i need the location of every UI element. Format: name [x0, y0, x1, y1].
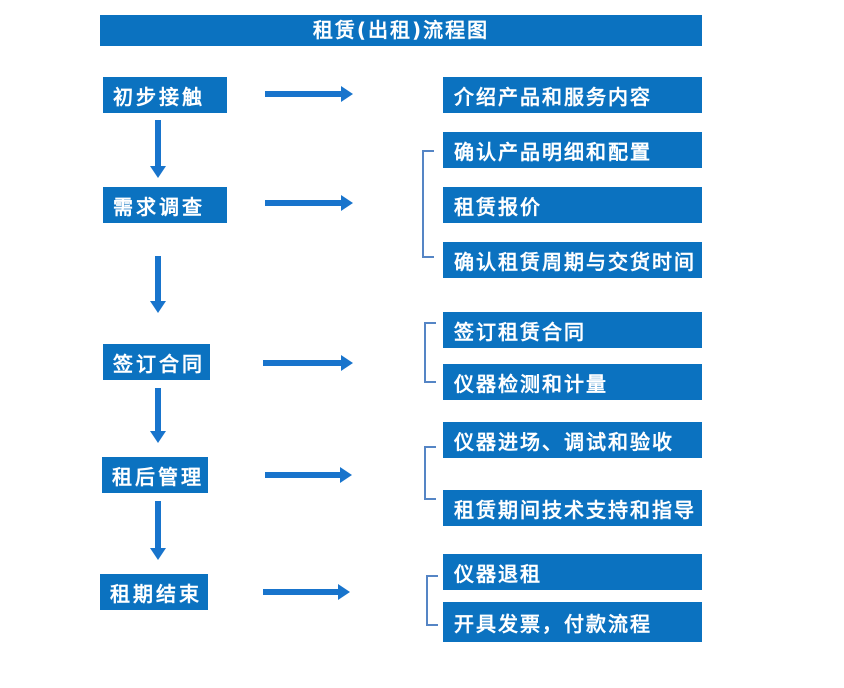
right-arrow-4 — [265, 467, 352, 483]
bracket-rental-end-group — [426, 575, 438, 626]
bracket-demand-survey-group — [422, 150, 434, 258]
detail-box-rental-quote: 租赁报价 — [443, 187, 702, 223]
stage-box-post-rental-management: 租后管理 — [102, 457, 208, 493]
down-arrow-shaft — [155, 120, 161, 168]
down-arrow-head-icon — [150, 548, 166, 560]
down-arrow-shaft — [155, 501, 161, 550]
stage-box-rental-end: 租期结束 — [100, 574, 208, 610]
detail-box-confirm-rental-period: 确认租赁周期与交货时间 — [443, 242, 702, 278]
down-arrow-head-icon — [150, 431, 166, 443]
detail-box-instrument-testing: 仪器检测和计量 — [443, 364, 702, 400]
right-arrow-shaft — [265, 472, 342, 478]
right-arrow-head-icon — [341, 195, 353, 211]
right-arrow-shaft — [265, 200, 343, 206]
stage-box-demand-survey: 需求调查 — [103, 187, 227, 223]
down-arrow-3 — [150, 388, 166, 443]
down-arrow-shaft — [155, 256, 161, 303]
down-arrow-head-icon — [150, 301, 166, 313]
down-arrow-2 — [150, 256, 166, 313]
detail-box-instrument-return: 仪器退租 — [443, 554, 702, 590]
detail-box-invoice-payment: 开具发票，付款流程 — [443, 602, 702, 642]
stage-box-sign-contract: 签订合同 — [103, 344, 210, 380]
right-arrow-head-icon — [340, 467, 352, 483]
right-arrow-shaft — [263, 589, 340, 595]
down-arrow-1 — [150, 120, 166, 178]
bracket-post-rental-group — [424, 446, 436, 500]
down-arrow-4 — [150, 501, 166, 560]
flowchart-title: 租赁(出租)流程图 — [100, 15, 702, 46]
right-arrow-2 — [265, 195, 353, 211]
right-arrow-head-icon — [341, 355, 353, 371]
right-arrow-5 — [263, 584, 350, 600]
right-arrow-1 — [265, 86, 353, 102]
detail-box-sign-rental-contract: 签订租赁合同 — [443, 312, 702, 348]
detail-box-confirm-product-details: 确认产品明细和配置 — [443, 132, 702, 168]
bracket-sign-contract-group — [424, 322, 436, 383]
right-arrow-head-icon — [341, 86, 353, 102]
detail-box-introduce-products: 介绍产品和服务内容 — [443, 77, 702, 113]
detail-box-tech-support: 租赁期间技术支持和指导 — [443, 490, 702, 526]
down-arrow-shaft — [155, 388, 161, 433]
right-arrow-shaft — [263, 360, 343, 366]
right-arrow-shaft — [265, 91, 343, 97]
detail-box-instrument-setup-acceptance: 仪器进场、调试和验收 — [443, 422, 702, 458]
stage-box-initial-contact: 初步接触 — [103, 77, 227, 113]
right-arrow-head-icon — [338, 584, 350, 600]
down-arrow-head-icon — [150, 166, 166, 178]
right-arrow-3 — [263, 355, 353, 371]
